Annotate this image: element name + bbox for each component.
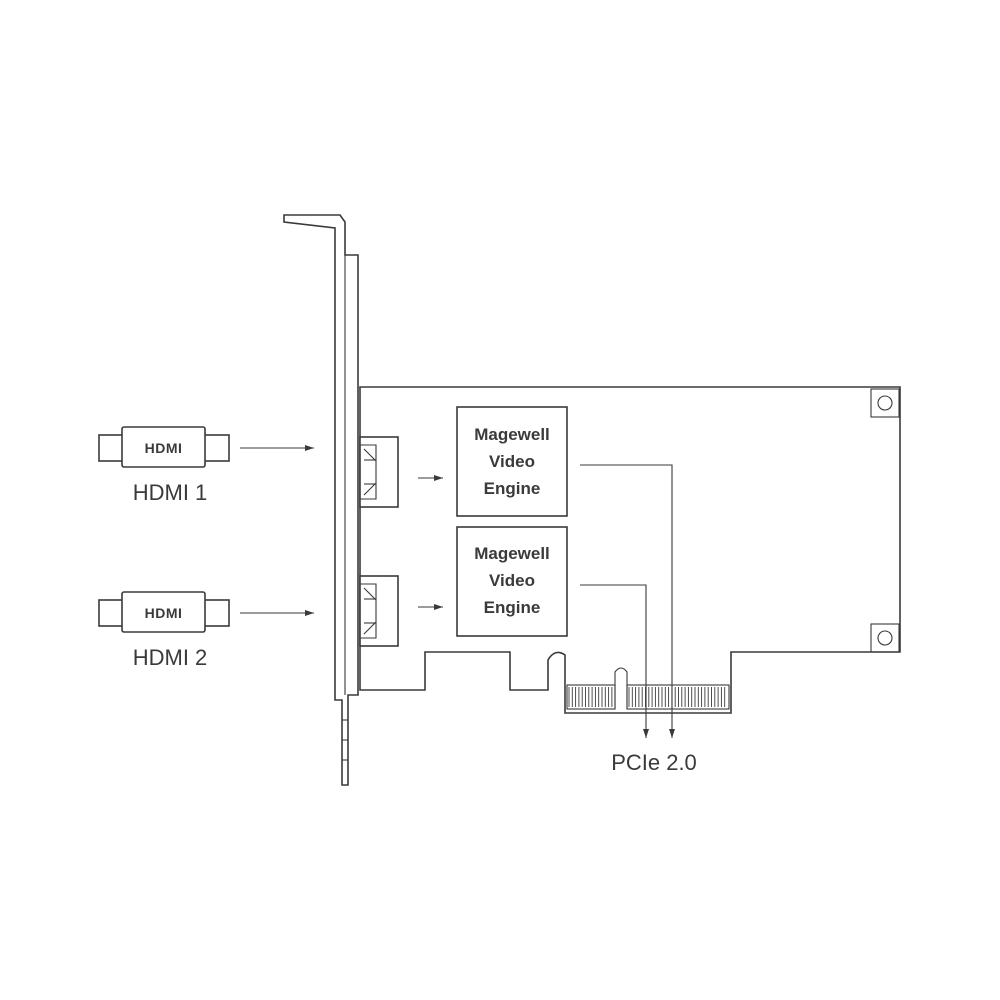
pci-bracket (283, 214, 359, 786)
hdmi-logo-icon: HDMI (145, 440, 183, 456)
engine-1-line-1: Magewell (474, 425, 550, 444)
hdmi-port-2 (359, 575, 399, 647)
engine-2-line-2: Video (489, 571, 535, 590)
hdmi-logo-icon: HDMI (145, 605, 183, 621)
engine-2-to-pcie-line (580, 584, 649, 738)
pcie-edge-connector (566, 667, 730, 710)
engine-1-line-3: Engine (484, 479, 541, 498)
engine-2-line-1: Magewell (474, 544, 550, 563)
engine-2-line-3: Engine (484, 598, 541, 617)
hdmi-port-1 (359, 436, 399, 508)
hdmi-cable-2: HDMI (98, 591, 230, 633)
hdmi-1-label: HDMI 1 (133, 480, 208, 505)
pcie-label: PCIe 2.0 (611, 750, 697, 775)
engine-box-1: Magewell Video Engine (456, 406, 568, 517)
engine-1-line-2: Video (489, 452, 535, 471)
mounting-hole-bottom (870, 623, 900, 653)
hdmi-2-label: HDMI 2 (133, 645, 208, 670)
hdmi-cable-1: HDMI (98, 426, 230, 468)
engine-1-to-pcie-line (580, 464, 675, 738)
engine-box-2: Magewell Video Engine (456, 526, 568, 637)
mounting-hole-top (870, 388, 900, 418)
pcb-board (359, 386, 901, 714)
